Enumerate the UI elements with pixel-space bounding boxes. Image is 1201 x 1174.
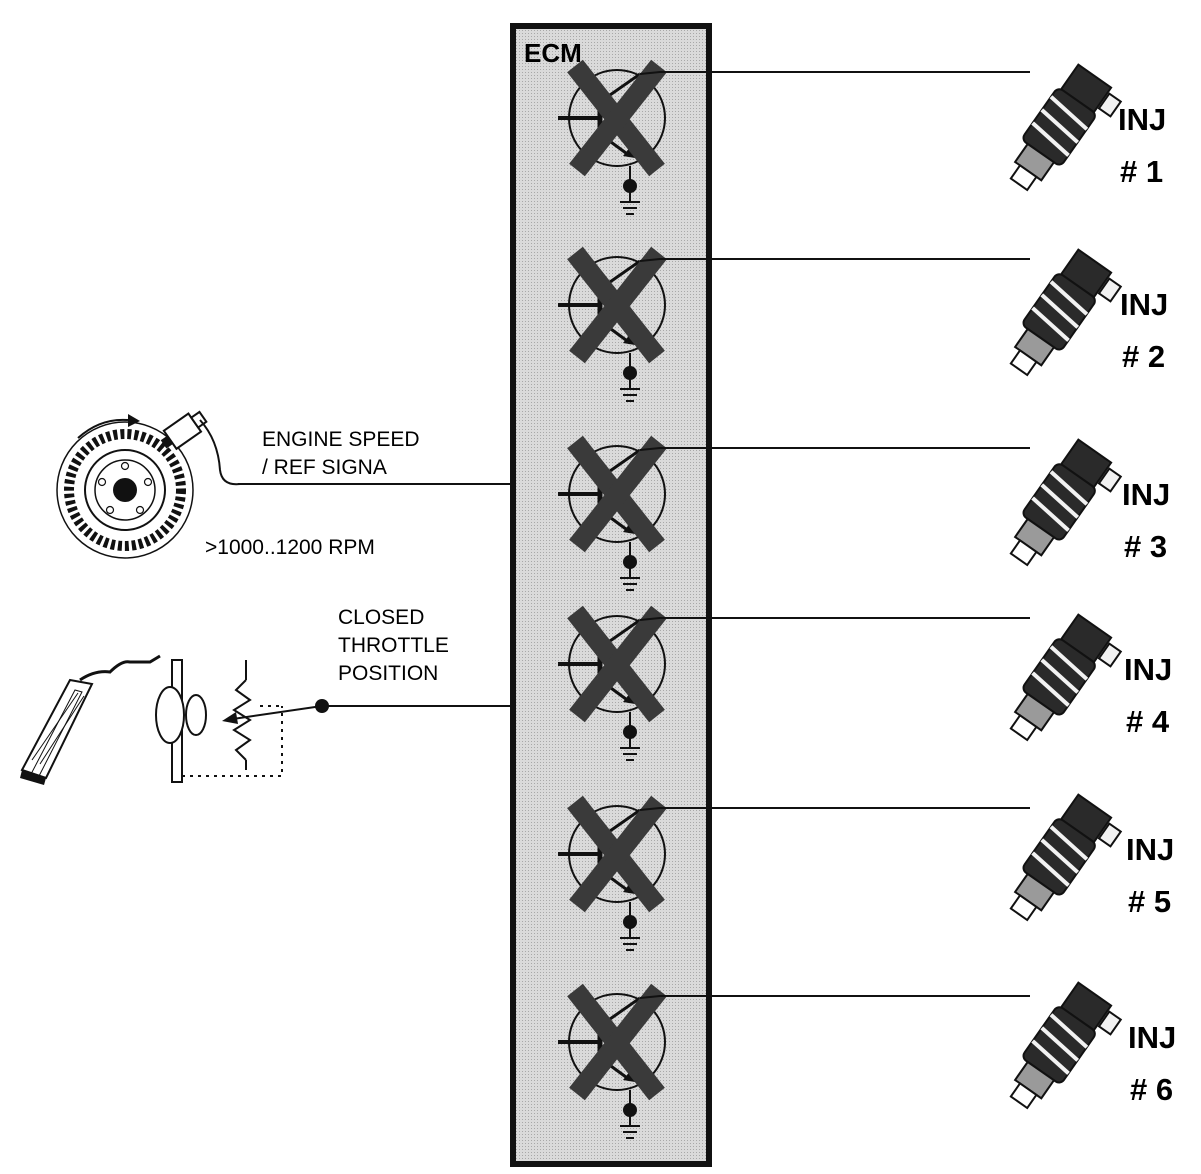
injector-number: # 1 xyxy=(1120,154,1163,189)
injector-wire-2 xyxy=(639,258,1030,262)
throttle-label-line2: THROTTLE xyxy=(338,634,449,657)
fuel-injector-icon xyxy=(1009,438,1123,567)
ecm-driver-circuits xyxy=(558,59,667,1139)
cutoff-x-icon xyxy=(567,605,667,723)
throttle-label-line1: CLOSED xyxy=(338,606,424,629)
injector-label-6: INJ # 6 xyxy=(1128,1020,1176,1107)
rpm-threshold-label: >1000..1200 RPM xyxy=(205,536,375,559)
crank-wheel-sensor-icon xyxy=(56,410,241,559)
driver-transistor-2 xyxy=(558,246,667,402)
throttle-label-line3: POSITION xyxy=(338,662,438,685)
injectors: INJ # 1 INJ # 2 INJ # 3 INJ # 4 INJ # 5 INJ # 6 xyxy=(1009,63,1176,1110)
injector-label: INJ xyxy=(1118,102,1166,137)
ecm-label: ECM xyxy=(524,38,582,68)
injector-wire-3 xyxy=(639,447,1030,451)
ecm-box: ECM xyxy=(510,23,712,1167)
accelerator-pedal-icon xyxy=(20,654,161,785)
throttle-position-sensor-icon xyxy=(182,660,329,777)
injector-number: # 5 xyxy=(1128,884,1171,919)
injector-label-5: INJ # 5 xyxy=(1126,832,1174,919)
engine-speed-label-line1: ENGINE SPEED xyxy=(262,428,420,451)
driver-transistor-6 xyxy=(558,983,667,1139)
injector-wire-6 xyxy=(639,995,1030,999)
driver-transistor-5 xyxy=(558,795,667,951)
ecm-panel xyxy=(510,23,712,1167)
throttle-plate-icon xyxy=(155,659,207,783)
fuel-injector-icon xyxy=(1009,793,1123,922)
injector-number: # 4 xyxy=(1126,704,1170,739)
injector-number: # 2 xyxy=(1122,339,1165,374)
cutoff-x-icon xyxy=(567,59,667,177)
injector-wire-1 xyxy=(639,71,1030,75)
engine-speed-label-line2: / REF SIGNA xyxy=(262,456,387,479)
fuel-injector-icon xyxy=(1009,613,1123,742)
injector-label: INJ xyxy=(1124,652,1172,687)
injector-label-1: INJ # 1 xyxy=(1118,102,1166,189)
injector-number: # 3 xyxy=(1124,529,1167,564)
cutoff-x-icon xyxy=(567,983,667,1101)
injector-wire-4 xyxy=(639,617,1030,621)
fuel-injector-icon xyxy=(1009,63,1123,192)
driver-transistor-3 xyxy=(558,435,667,591)
injector-label: INJ xyxy=(1126,832,1174,867)
injector-label: INJ xyxy=(1120,287,1168,322)
driver-transistor-1 xyxy=(558,59,667,215)
cutoff-x-icon xyxy=(567,246,667,364)
injector-number: # 6 xyxy=(1130,1072,1173,1107)
driver-transistor-4 xyxy=(558,605,667,761)
fuel-injector-icon xyxy=(1009,248,1123,377)
injector-label-2: INJ # 2 xyxy=(1120,287,1168,374)
injector-label-4: INJ # 4 xyxy=(1124,652,1172,739)
injector-label: INJ xyxy=(1122,477,1170,512)
cutoff-x-icon xyxy=(567,795,667,913)
injector-wires xyxy=(639,71,1030,999)
cutoff-x-icon xyxy=(567,435,667,553)
injector-label: INJ xyxy=(1128,1020,1176,1055)
fuel-injector-icon xyxy=(1009,981,1123,1110)
injector-wire-5 xyxy=(639,807,1030,811)
injector-label-3: INJ # 3 xyxy=(1122,477,1170,564)
